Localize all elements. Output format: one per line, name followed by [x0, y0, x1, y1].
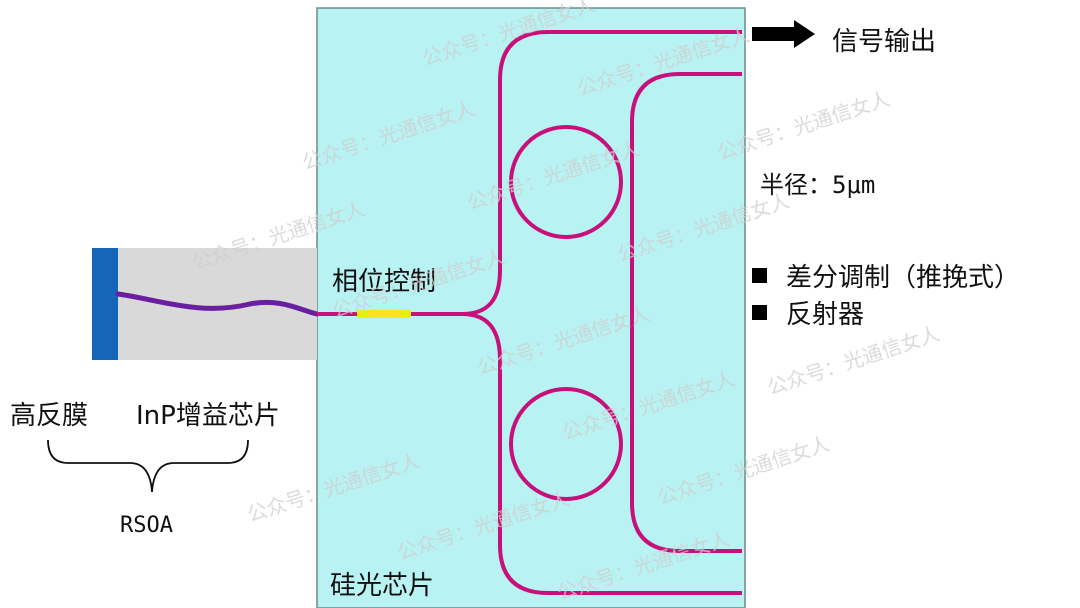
silicon-chip-body [316, 7, 746, 608]
phase-control-section [357, 310, 411, 318]
splitter-lower-arm [461, 312, 742, 595]
inp-waveguide [115, 291, 320, 317]
curly-brace-icon [47, 439, 249, 493]
hr-coating-bar [92, 248, 118, 360]
signal-output-label: 信号输出 [832, 27, 936, 57]
microring-lower [509, 387, 623, 501]
arrow-right-icon [752, 20, 815, 48]
loop-return-waveguide [630, 72, 742, 553]
differential-modulation-label: 差分调制（推挽式） [786, 263, 1020, 293]
square-bullet-icon [752, 305, 767, 320]
rsoa-label: RSOA [120, 513, 173, 538]
phase-control-label: 相位控制 [332, 267, 436, 297]
reflector-label: 反射器 [786, 300, 864, 330]
silicon-chip-label: 硅光芯片 [330, 571, 434, 601]
watermark-text: 公众号：光通信女人 [764, 321, 943, 399]
microring-upper [509, 125, 623, 239]
hr-film-label: 高反膜 [10, 401, 88, 431]
inp-gain-chip-label: InP增益芯片 [136, 401, 280, 431]
silicon-waveguides [317, 30, 742, 595]
splitter-upper-arm [461, 30, 742, 316]
square-bullet-icon [752, 268, 767, 283]
radius-label: 半径：5μm [760, 171, 875, 199]
